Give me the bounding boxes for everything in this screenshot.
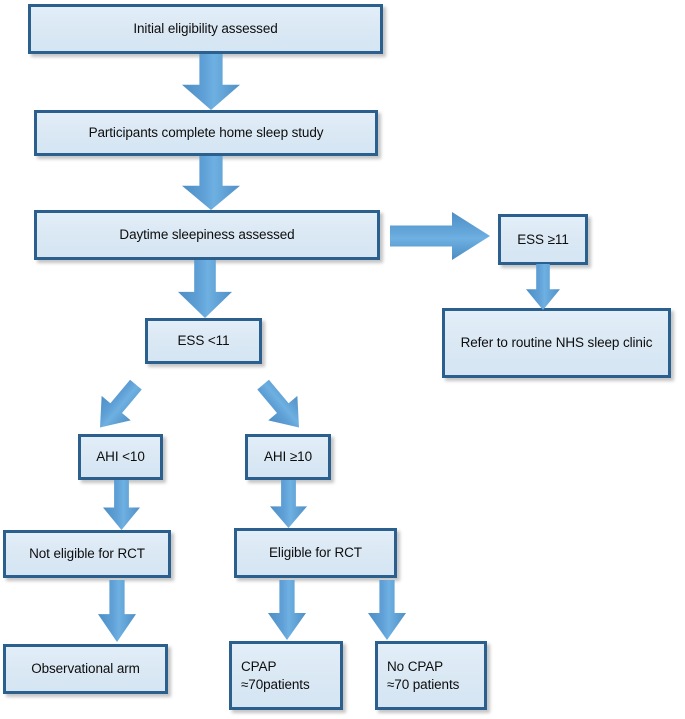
node-cpap-arm[interactable]: CPAP ≈70patients [229,641,343,710]
node-initial-eligibility[interactable]: Initial eligibility assessed [28,4,383,54]
arrow-eligible-to-no-cpap [368,580,406,640]
node-label: Observational arm [31,661,140,677]
arrow-daytime-to-ess-low [178,260,232,318]
node-home-sleep-study[interactable]: Participants complete home sleep study [34,110,378,156]
node-no-cpap-arm[interactable]: No CPAP ≈70 patients [375,641,487,710]
node-label: AHI ≥10 [264,449,312,465]
node-label: ESS <11 [177,333,230,349]
node-label: Daytime sleepiness assessed [119,227,295,243]
node-daytime-sleepiness[interactable]: Daytime sleepiness assessed [34,210,380,260]
arrow-ahi-low-to-not-eligible [103,480,140,530]
arrow-ess-high-to-refer-nhs [526,264,560,310]
arrow-ahi-high-to-eligible [270,480,307,528]
node-label-line1: CPAP [241,659,277,675]
arrow-ess-low-to-ahi-high [248,372,313,439]
arrow-eligible-to-cpap [268,580,306,640]
node-label: ESS ≥11 [517,231,569,247]
node-label: Not eligible for RCT [29,546,145,562]
node-ess-low[interactable]: ESS <11 [145,318,262,364]
node-label: Eligible for RCT [269,545,362,561]
arrow-initial-to-home-study [182,54,240,110]
arrow-ess-low-to-ahi-low [85,372,150,439]
node-label: Refer to routine NHS sleep clinic [460,335,653,351]
arrow-home-study-to-daytime [182,156,240,210]
node-label-line2: ≈70 patients [387,676,460,692]
node-ahi-high[interactable]: AHI ≥10 [245,434,331,480]
node-label: Participants complete home sleep study [88,125,324,141]
node-label-line2: ≈70patients [241,676,310,692]
node-observational-arm[interactable]: Observational arm [3,644,168,694]
node-ess-high[interactable]: ESS ≥11 [498,214,588,265]
node-ahi-low[interactable]: AHI <10 [78,434,163,480]
arrow-daytime-to-ess-high [390,212,490,260]
node-label-line1: No CPAP [387,659,444,675]
node-label: Initial eligibility assessed [133,21,278,37]
node-not-eligible-for-rct[interactable]: Not eligible for RCT [3,530,171,578]
arrow-not-eligible-to-observational [98,580,136,642]
node-refer-nhs-clinic[interactable]: Refer to routine NHS sleep clinic [442,308,671,378]
node-label: AHI <10 [96,449,145,465]
node-eligible-for-rct[interactable]: Eligible for RCT [234,528,397,578]
